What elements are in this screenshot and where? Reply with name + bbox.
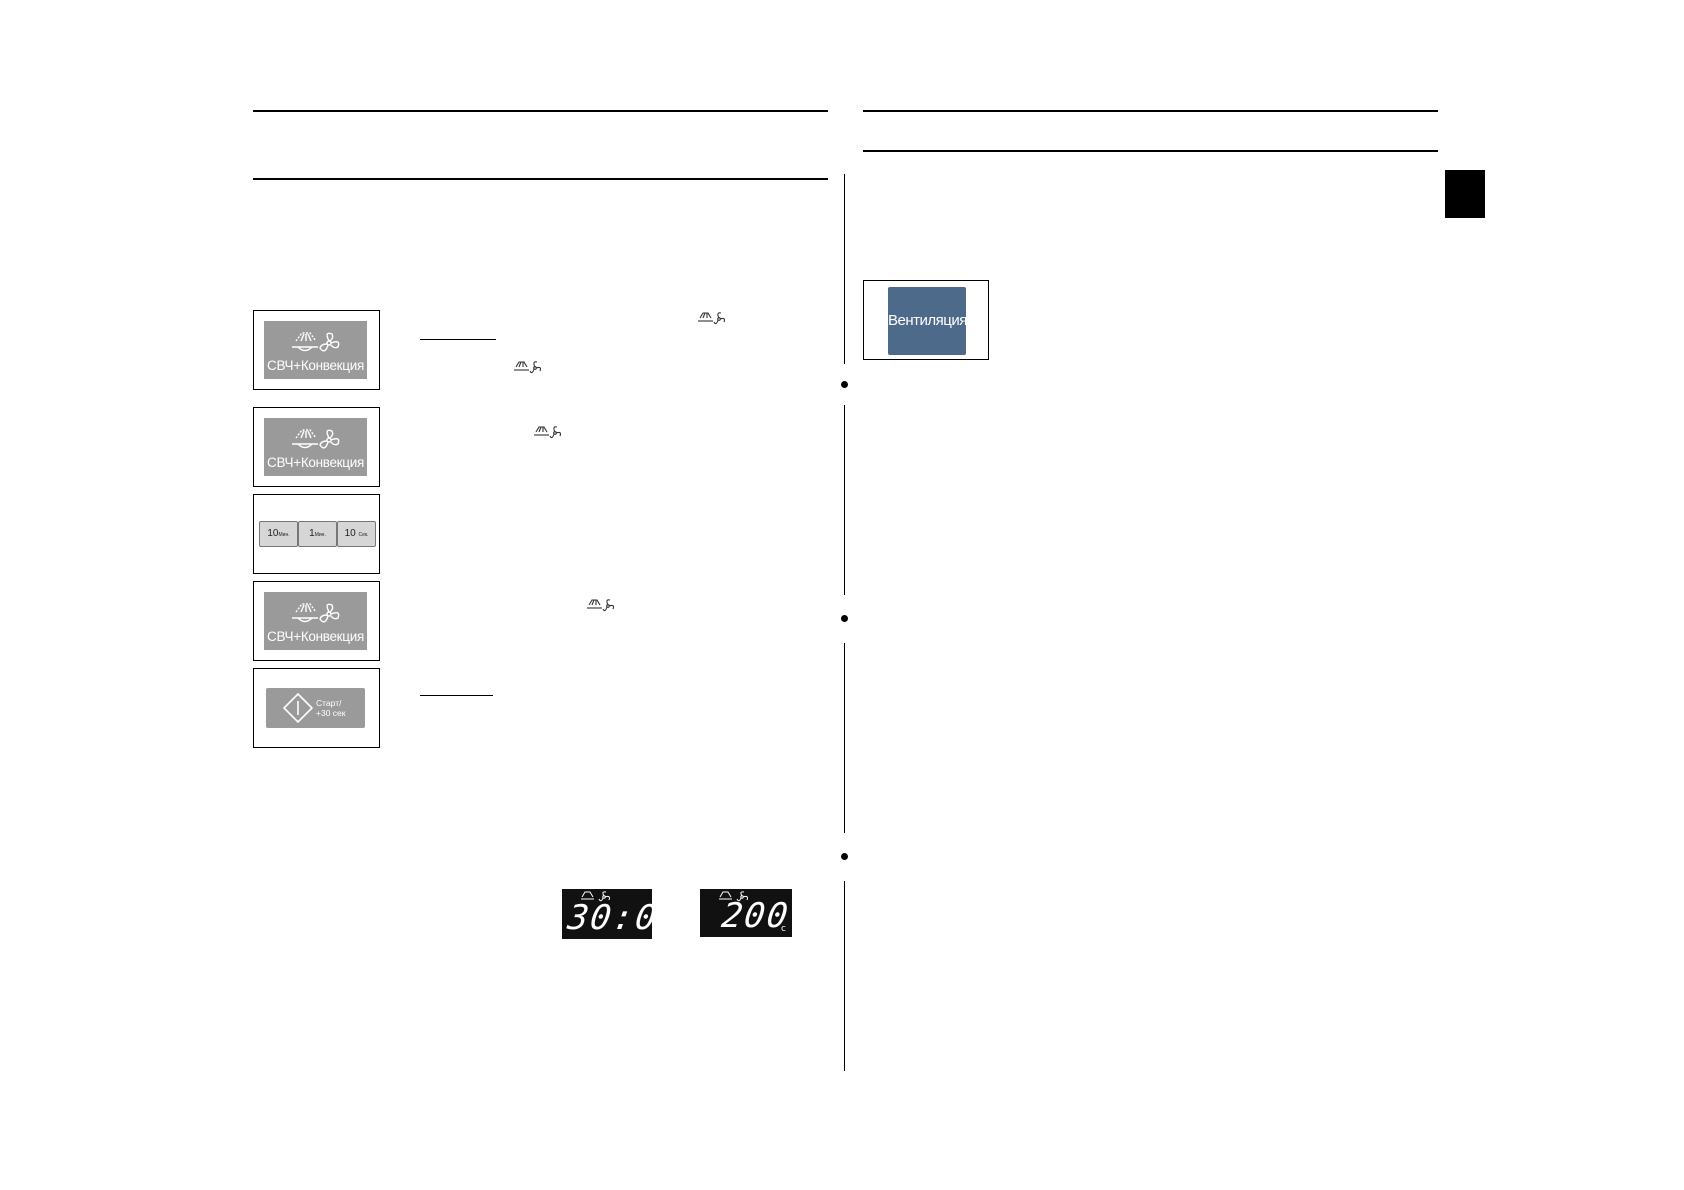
divider-dot [841, 381, 848, 388]
section-rule-right [863, 150, 1438, 152]
column-divider [844, 643, 845, 833]
one-minute-value: 1 [309, 528, 315, 539]
column-divider [844, 174, 845, 364]
column-divider [844, 405, 845, 595]
step-4-panel: СВЧ+Конвекция [253, 581, 380, 661]
one-minute-button[interactable]: 1Мин. [298, 521, 337, 547]
top-rule-left [253, 110, 828, 112]
microwave-convection-icon [514, 361, 542, 374]
microwave-convection-icon [292, 603, 340, 623]
top-rule-right [863, 110, 1438, 112]
combi-label: СВЧ+Конвекция [267, 629, 364, 644]
section-rule-left [253, 178, 828, 180]
combi-button[interactable]: СВЧ+Конвекция [264, 592, 367, 650]
microwave-convection-icon [587, 599, 615, 612]
temperature-display: 200 c [700, 889, 792, 937]
microwave-convection-icon [292, 332, 340, 352]
step-5-panel: Старт/ +30 сек [253, 668, 380, 748]
combi-label: СВЧ+Конвекция [267, 358, 364, 373]
start-button[interactable]: Старт/ +30 сек [266, 688, 365, 728]
column-divider [844, 881, 845, 1071]
one-minute-unit: Мин. [314, 532, 326, 538]
combi-button[interactable]: СВЧ+Конвекция [264, 321, 367, 379]
ventilation-panel: Вентиляция [863, 280, 989, 360]
ten-seconds-value: 10 [344, 528, 356, 539]
start-label-line1: Старт/ [316, 698, 342, 708]
microwave-convection-icon [698, 312, 726, 325]
start-label-line2: +30 сек [316, 708, 346, 718]
ten-minutes-unit: Мин. [278, 532, 290, 538]
time-value: 30:00 [565, 898, 684, 938]
combi-button[interactable]: СВЧ+Конвекция [264, 418, 367, 476]
time-display: 30:00 [562, 889, 683, 939]
microwave-convection-icon [581, 891, 610, 902]
start-diamond-icon [283, 693, 313, 723]
step-1-panel: СВЧ+Конвекция [253, 310, 380, 390]
text-underline [420, 695, 493, 696]
temperature-unit: c [781, 924, 786, 934]
divider-dot [841, 853, 848, 860]
step-2-panel: СВЧ+Конвекция [253, 407, 380, 487]
text-underline [420, 339, 496, 340]
divider-dot [841, 615, 848, 622]
combi-label: СВЧ+Конвекция [267, 455, 364, 470]
step-3-panel: 10Мин. 1Мин. 10 Сек. [253, 494, 380, 574]
microwave-convection-icon [719, 891, 748, 902]
ten-minutes-button[interactable]: 10Мин. [259, 521, 298, 547]
microwave-convection-icon [292, 429, 340, 449]
ten-minutes-value: 10 [267, 528, 279, 539]
ventilation-button[interactable]: Вентиляция [888, 287, 967, 355]
microwave-convection-icon [534, 426, 562, 439]
section-tab [1445, 170, 1485, 218]
ten-seconds-unit: Сек. [358, 532, 369, 538]
ten-seconds-button[interactable]: 10 Сек. [337, 521, 376, 547]
